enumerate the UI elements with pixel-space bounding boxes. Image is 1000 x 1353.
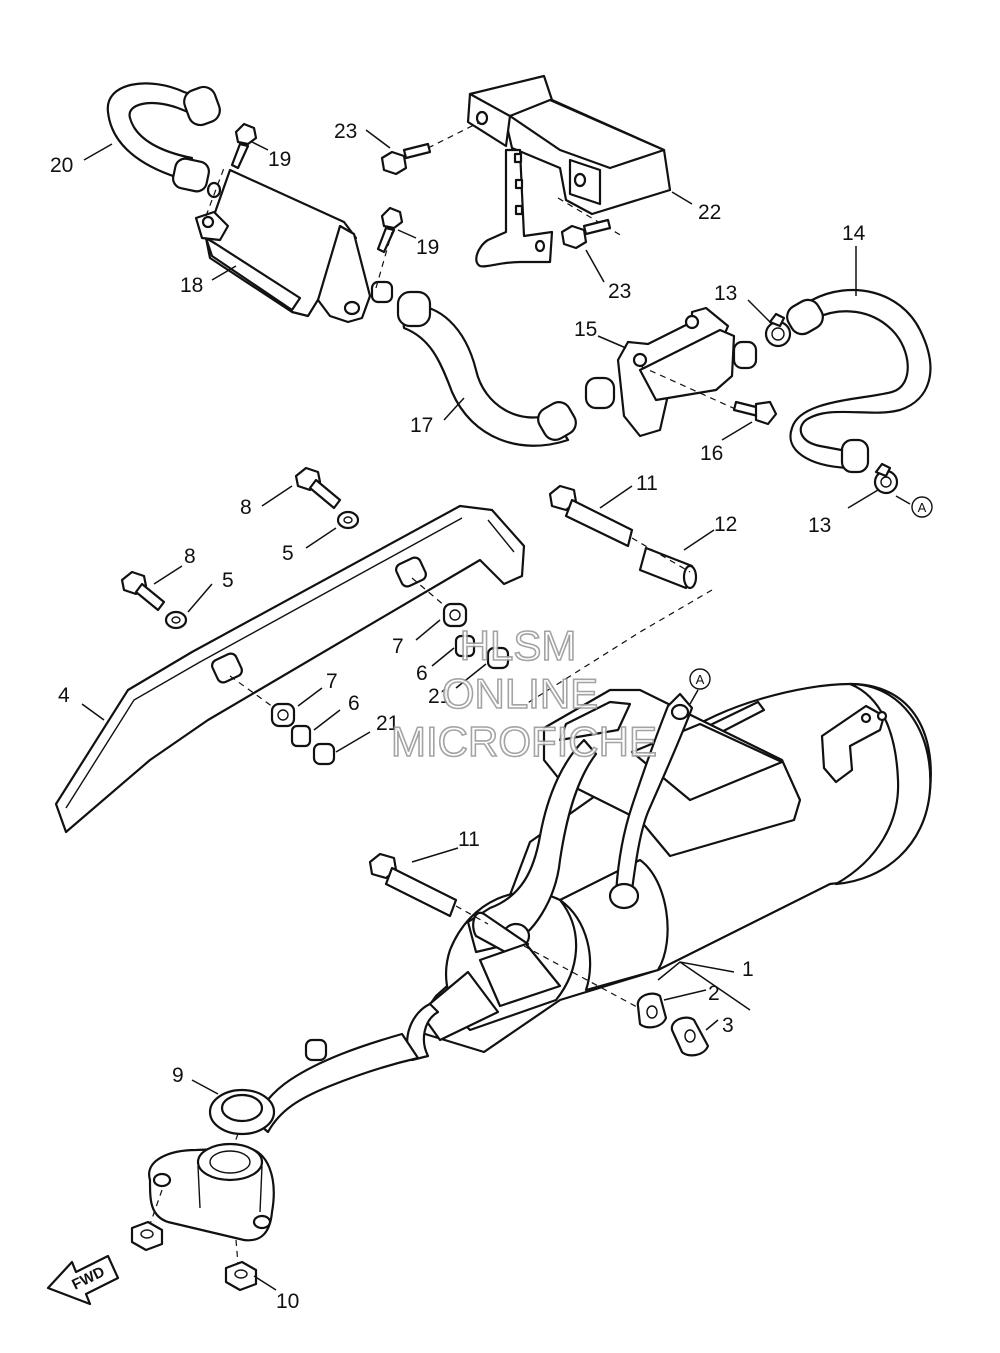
callout-19: 19 — [416, 236, 439, 259]
callout-21: 21 — [428, 685, 451, 708]
reference-mark-a-upper: A — [911, 496, 933, 518]
part-6-collar-upper — [454, 634, 476, 658]
watermark-line-2: ONLINE — [442, 670, 598, 717]
callout-14: 14 — [842, 222, 866, 245]
callout-13: 13 — [808, 514, 831, 537]
callout-5: 5 — [282, 542, 294, 565]
callout-8: 8 — [240, 496, 252, 519]
callout-7: 7 — [326, 670, 338, 693]
callout-1: 1 — [742, 958, 754, 981]
callout-5: 5 — [222, 569, 234, 592]
part-15-valve — [584, 306, 758, 438]
part-13-clamp-upper — [764, 312, 792, 348]
part-19-bolt-upper — [230, 122, 258, 170]
callout-11: 11 — [636, 472, 658, 495]
callout-21: 21 — [376, 712, 399, 735]
part-19-bolt-lower — [376, 206, 404, 254]
svg-text:A: A — [696, 672, 705, 687]
part-18-canister — [194, 168, 394, 324]
part-21-spacer-lower — [312, 742, 336, 766]
part-6-collar-lower — [290, 724, 312, 748]
part-17-hose — [396, 290, 577, 447]
callout-8: 8 — [184, 545, 196, 568]
part-2-collar — [636, 992, 668, 1029]
part-16-bolt — [732, 400, 778, 426]
callout-17: 17 — [410, 414, 433, 437]
part-23-bolt-upper — [380, 142, 432, 176]
part-10-nut-right — [224, 1260, 258, 1292]
part-11-bolt-upper — [548, 484, 634, 548]
part-23-bolt-lower — [560, 218, 612, 250]
callout-13: 13 — [714, 282, 737, 305]
part-1-muffler — [252, 682, 932, 1134]
part-21-spacer-upper — [486, 646, 510, 670]
callout-10: 10 — [276, 1290, 299, 1313]
callout-7: 7 — [392, 635, 404, 658]
callout-labels: 20 19 19 18 23 22 23 14 13 15 17 16 13 1… — [50, 120, 866, 1313]
callout-4: 4 — [58, 684, 70, 707]
part-4-protector — [54, 504, 526, 834]
part-12-collar — [638, 546, 698, 590]
callout-15: 15 — [574, 318, 597, 341]
callout-9: 9 — [172, 1064, 184, 1087]
part-3-damper — [670, 1016, 710, 1057]
fwd-direction-arrow: FWD — [46, 1254, 120, 1306]
callout-18: 18 — [180, 274, 203, 297]
part-14-hose — [786, 288, 932, 474]
callout-2: 2 — [708, 982, 720, 1005]
part-9-gasket — [208, 1088, 276, 1136]
part-20-hose — [106, 82, 222, 199]
callout-16: 16 — [700, 442, 723, 465]
callout-6: 6 — [348, 692, 360, 715]
watermark: HLSM ONLINE MICROFICHE — [390, 621, 658, 766]
callout-19: 19 — [268, 148, 291, 171]
leader-lines — [81, 129, 911, 1291]
callout-3: 3 — [722, 1014, 734, 1037]
callout-23: 23 — [608, 280, 631, 303]
part-8-bolt-upper — [294, 466, 342, 510]
part-10-nut-left — [130, 1220, 164, 1252]
callout-22: 22 — [698, 201, 721, 224]
part-8-bolt-lower — [120, 570, 166, 612]
part-22-bracket — [466, 74, 672, 268]
part-5-washer-lower — [164, 610, 188, 630]
svg-text:A: A — [918, 500, 927, 515]
part-7-grommet-upper — [442, 602, 468, 628]
callout-6: 6 — [416, 662, 428, 685]
part-11-bolt-lower — [368, 852, 458, 918]
callout-12: 12 — [714, 513, 737, 536]
part-5-washer-upper — [336, 510, 360, 530]
reference-mark-a-lower: A — [689, 668, 711, 690]
part-7-grommet-lower — [270, 702, 296, 728]
callout-20: 20 — [50, 154, 73, 177]
watermark-line-1: HLSM — [460, 622, 577, 669]
callout-11: 11 — [458, 828, 480, 851]
watermark-line-3: MICROFICHE — [391, 718, 657, 765]
part-exhaust-flange — [148, 1142, 275, 1242]
part-13-clamp-lower — [873, 462, 899, 495]
callout-23: 23 — [334, 120, 357, 143]
